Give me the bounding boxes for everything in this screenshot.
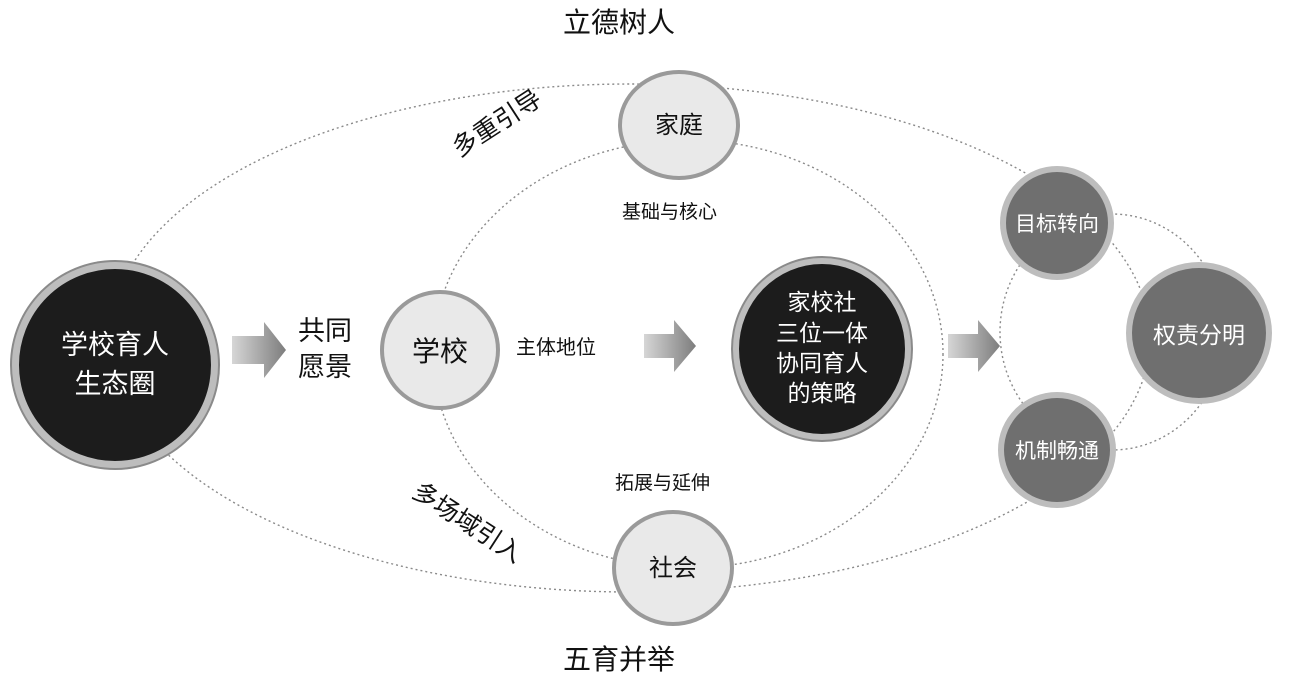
bottom-title: 五育并举 [563,643,676,676]
family-node: 家庭 [618,70,740,180]
strategy-circle: 家校社 三位一体 协同育人 的策略 [733,258,911,440]
family-label: 家庭 [655,110,703,139]
ecosystem-label-line2: 生态圈 [74,369,156,400]
school-label: 学校 [411,335,468,368]
strategy-line4: 的策略 [787,381,857,408]
arrow-2 [644,320,696,372]
family-role-label: 基础与核心 [622,201,718,223]
goal-shift-node: 目标转向 [1000,166,1114,280]
strategy-line2: 三位一体 [776,320,868,347]
school-node: 学校 [380,290,500,410]
school-role-label: 主体地位 [516,335,596,359]
goal-shift-label: 目标转向 [1015,212,1099,236]
shared-vision-label: 共同 愿景 [298,314,352,387]
school-ecosystem-circle: 学校育人 生态圈 [12,262,218,468]
mechanism-node: 机制畅通 [998,392,1116,508]
rights-node: 权责分明 [1126,262,1272,404]
top-title: 立德树人 [563,6,676,39]
arrow-1 [232,322,286,378]
arrow-3 [948,320,1000,372]
mechanism-label: 机制畅通 [1015,439,1099,463]
shared-vision-line2: 愿景 [298,352,352,384]
strategy-line1: 家校社 [787,290,857,317]
shared-vision-line1: 共同 [298,316,352,347]
rights-label: 权责分明 [1153,323,1245,349]
strategy-line3: 协同育人 [776,351,868,377]
society-role-label: 拓展与延伸 [615,472,711,494]
society-label: 社会 [649,553,697,582]
society-node: 社会 [612,510,734,626]
ecosystem-label-line1: 学校育人 [61,329,169,361]
